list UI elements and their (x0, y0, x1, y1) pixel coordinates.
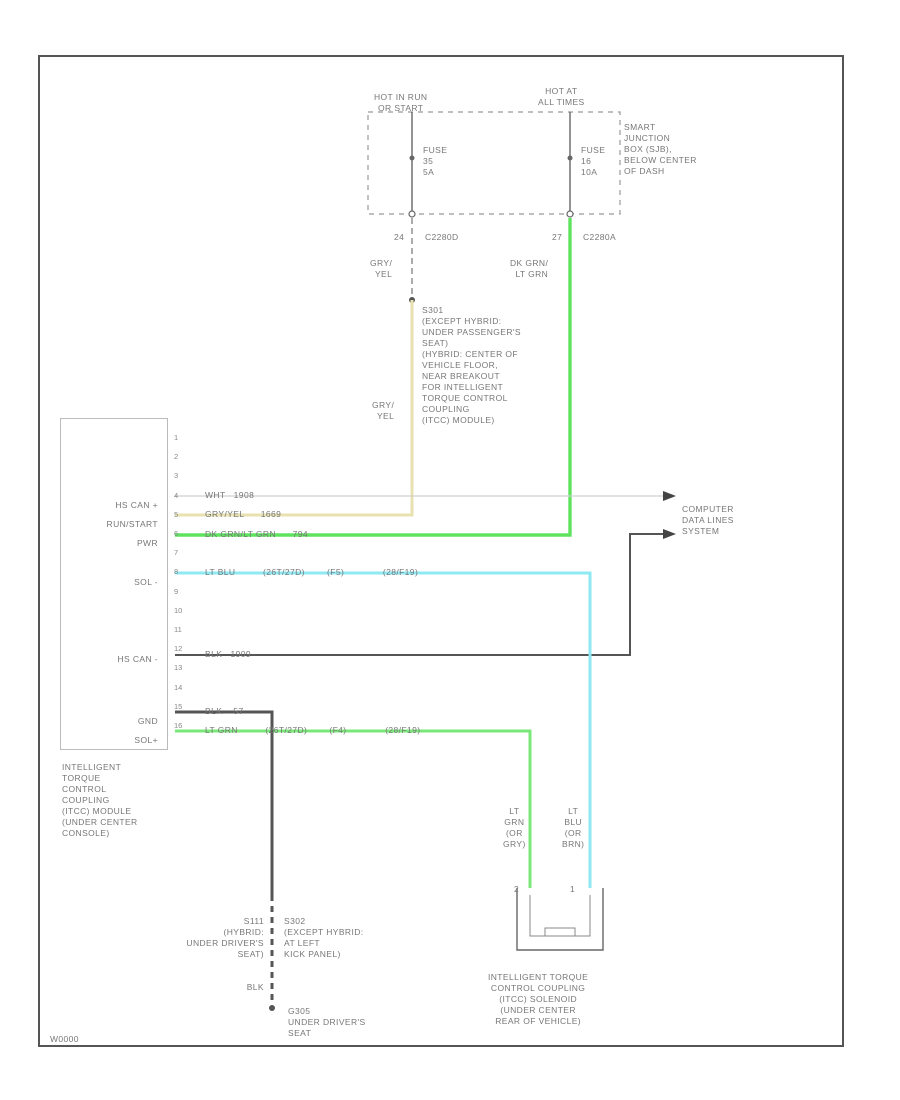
module-pin-11: 11 (174, 625, 182, 634)
module-pin-4: 4 (174, 490, 179, 500)
module-pin-1: 1 (174, 433, 179, 442)
module-pin-5: 5 (174, 509, 179, 519)
arrow-computer-lower (663, 529, 676, 539)
pin-24-label: 24 (394, 232, 405, 242)
itcc-module-name: INTELLIGENT TORQUE CONTROL COUPLING (ITC… (62, 762, 138, 838)
hot-in-run-label: HOT IN RUN OR START (374, 92, 428, 113)
wire-gry-yel-below-label: GRY/ YEL (372, 400, 395, 421)
fuse-left-label: FUSE 35 5A (423, 145, 448, 177)
connector-c2280a-label: C2280A (583, 232, 617, 242)
module-pin-2: 2 (174, 452, 179, 462)
wire-lt-blu-sol-minus (175, 571, 592, 888)
smart-junction-box (367, 111, 621, 215)
computer-data-lines-label: COMPUTER DATA LINES SYSTEM (682, 504, 734, 536)
wire-label-12: BLK 1909 (205, 649, 252, 659)
fuse-left-dot (409, 155, 415, 161)
splice-s111-label: S111 (HYBRID: UNDER DRIVER'S SEAT) (186, 916, 264, 959)
module-pin-14: 14 (174, 682, 183, 692)
wire-label-5: GRY/YEL 1669 (205, 509, 282, 519)
label-gnd: GND (137, 716, 158, 726)
itcc-module-box (60, 418, 168, 750)
label-run-start: RUN/START (106, 519, 158, 529)
splice-s301-label: S301 (EXCEPT HYBRID: UNDER PASSENGER'S S… (422, 305, 521, 425)
module-pin-7: 7 (174, 548, 179, 558)
wire-lt-grn-sol-plus (175, 729, 532, 888)
fuse-right-dot (567, 155, 573, 161)
solenoid-body (516, 888, 604, 951)
label-hs-can-plus: HS CAN + (115, 500, 158, 510)
label-hs-can-minus: HS CAN - (117, 654, 158, 664)
wire-label-16: LT GRN (26T/27D) (F4) (28/F19) (205, 725, 421, 735)
solenoid-wire-left-label: LT GRN (OR GRY) (503, 806, 526, 849)
label-sol-minus: SOL - (134, 577, 158, 587)
module-pin-15: 15 (174, 701, 183, 711)
module-pin-13: 13 (174, 663, 183, 673)
connector-left-pin (408, 210, 416, 218)
label-pwr: PWR (136, 538, 158, 548)
diagram-code: W0000 (50, 1034, 79, 1044)
smart-junction-label: SMART JUNCTION BOX (SJB), BELOW CENTER O… (624, 122, 697, 176)
connector-c2280d-label: C2280D (425, 232, 459, 242)
wire-label-6: DK GRN/LT GRN 794 (205, 529, 308, 539)
hot-at-all-times-label: HOT AT ALL TIMES (538, 86, 585, 107)
wire-label-15: BLK 57 (205, 706, 244, 716)
wire-gry-yel-top-label: GRY/ YEL (370, 258, 393, 279)
module-pin-6: 6 (174, 529, 179, 538)
ground-g305-label: G305 UNDER DRIVER'S SEAT (288, 1006, 366, 1038)
splice-s302-label: S302 (EXCEPT HYBRID: AT LEFT KICK PANEL) (284, 916, 364, 959)
wire-label-4: WHT 1908 (205, 490, 255, 500)
module-pin-10: 10 (174, 605, 183, 615)
solenoid-name-label: INTELLIGENT TORQUE CONTROL COUPLING (ITC… (488, 972, 589, 1026)
solenoid-pin-2-label: 2 (514, 884, 520, 894)
arrow-computer-upper (663, 491, 676, 501)
module-pin-9: 9 (174, 586, 179, 596)
module-pin-16: 16 (174, 721, 183, 730)
solenoid-pin-1-label: 1 (570, 884, 576, 894)
module-pin-3: 3 (174, 471, 179, 481)
wire-dk-grn-pwr (175, 218, 572, 537)
pin-27-label: 27 (552, 232, 563, 242)
module-pin-8: 8 (174, 567, 179, 577)
label-sol-plus: SOL+ (134, 735, 158, 745)
solenoid-coil (544, 927, 576, 937)
wire-gry-yel-to-module (175, 300, 414, 517)
wire-blk-hs-can-minus (175, 533, 665, 656)
connector-right-pin (566, 210, 574, 218)
wire-dk-grn-top-label: DK GRN/ LT GRN (510, 258, 549, 279)
wire-label-8: LT BLU (26T/27D) (F5) (28/F19) (205, 567, 419, 577)
module-pin-12: 12 (174, 644, 183, 654)
solenoid-inner (529, 895, 591, 937)
ground-g305-dot (269, 1005, 275, 1011)
wire-blk-gnd (175, 710, 274, 895)
diagram-frame (38, 55, 844, 1047)
fuse-right-label: FUSE 16 10A (581, 145, 606, 177)
ground-wire-blk-label: BLK (246, 982, 264, 992)
solenoid-wire-right-label: LT BLU (OR BRN) (562, 806, 585, 849)
